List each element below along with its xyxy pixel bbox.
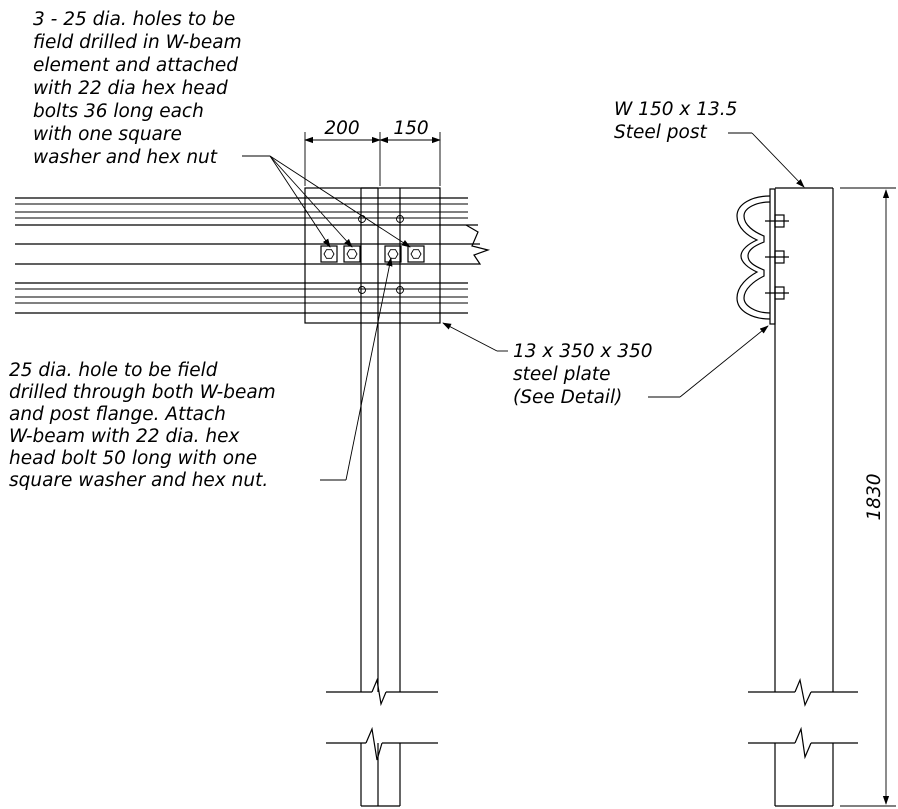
holes-note-line-4: with 22 dia hex head: [33, 78, 228, 99]
holes-note-line-1: 3 - 25 dia. holes to be: [33, 9, 235, 30]
dimension-1830-label: 1830: [864, 473, 885, 520]
w-beam-elevation: [15, 197, 491, 314]
plate-note-line-1: 13 x 350 x 350: [513, 341, 653, 362]
dimension-1830: 1830: [840, 187, 896, 807]
post-hole-note-line-3: and post flange. Attach: [9, 404, 226, 425]
post-elevation: [326, 187, 438, 807]
holes-note-line-5: bolts 36 long each: [33, 101, 204, 122]
plate-note-line-3: (See Detail): [513, 387, 622, 408]
holes-note-line-3: element and attached: [33, 55, 238, 76]
post-section: [748, 187, 858, 807]
holes-note: 3 - 25 dia. holes to be field drilled in…: [33, 9, 411, 248]
holes-note-line-6: with one square: [33, 124, 182, 145]
beam-holes: [358, 215, 404, 294]
dimension-150-label: 150: [393, 118, 428, 139]
post-note-line-1: W 150 x 13.5: [614, 99, 737, 120]
post-hole-note: 25 dia. hole to be field drilled through…: [9, 257, 393, 491]
section-bolts: [765, 214, 789, 300]
holes-note-line-2: field drilled in W-beam: [33, 32, 242, 53]
plate-note: 13 x 350 x 350 steel plate (See Detail): [442, 322, 769, 408]
post-note-line-2: Steel post: [614, 122, 707, 143]
post-hole-note-line-1: 25 dia. hole to be field: [9, 360, 218, 381]
post-note: W 150 x 13.5 Steel post: [614, 99, 805, 188]
post-hole-note-line-2: drilled through both W-beam: [9, 382, 276, 403]
dimension-200-label: 200: [324, 118, 359, 139]
holes-note-line-7: washer and hex nut: [33, 147, 218, 168]
w-beam-section: [736, 195, 771, 320]
post-hole-note-line-6: square washer and hex nut.: [9, 470, 268, 491]
dimension-200-150: 200 150: [304, 118, 441, 186]
splice-bolts: [320, 245, 425, 263]
post-hole-note-line-4: W-beam with 22 dia. hex: [9, 426, 241, 447]
post-hole-note-line-5: head bolt 50 long with one: [9, 448, 257, 469]
plate-note-line-2: steel plate: [513, 364, 611, 385]
